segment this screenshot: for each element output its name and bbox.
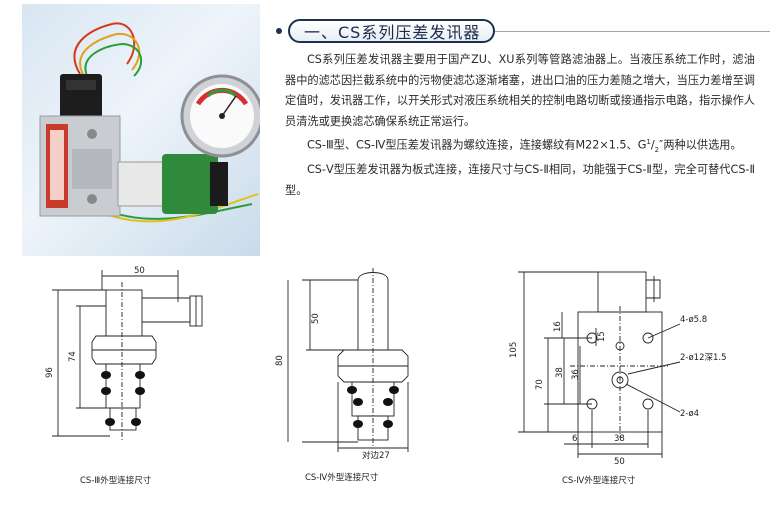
paragraph-2-sup: 1: [646, 138, 651, 146]
paragraph-2: CS-Ⅲ型、CS-Ⅳ型压差发讯器为螺纹连接，连接螺纹有M22×1.5、G1/2″…: [307, 138, 742, 154]
caption-plate: CS-Ⅳ外型连接尺寸: [562, 476, 636, 486]
diagram-cs4-drawing: 50 80 对边27: [275, 268, 409, 461]
dim-height-total: 80: [275, 355, 285, 366]
dim-width: 50: [134, 266, 145, 276]
paragraph-2-sub: 2: [654, 145, 660, 154]
pressure-switch-illustration: [39, 22, 260, 223]
title-rule: [495, 31, 770, 32]
label-holes2b: 2-ø4: [680, 409, 699, 419]
caption-cs4: CS-Ⅳ外型连接尺寸: [305, 473, 379, 483]
description-text: CS系列压差发讯器主要用于国产ZU、XU系列等管路滤油器上。当液压系统工作时，滤…: [285, 50, 755, 201]
paragraph-1: CS系列压差发讯器主要用于国产ZU、XU系列等管路滤油器上。当液压系统工作时，滤…: [285, 53, 755, 128]
dim-h15: 15: [597, 331, 607, 342]
dim-h38: 38: [555, 367, 565, 378]
diagram-plate-drawing: 105 70 38 36 16 15 4-ø5.8 2-ø12深1.5 2-ø4…: [509, 271, 727, 467]
label-holes2: 2-ø12深1.5: [680, 353, 727, 363]
product-photo: [22, 4, 260, 256]
dim-w38: 38: [614, 434, 625, 444]
paragraph-3: CS-Ⅴ型压差发讯器为板式连接，连接尺寸与CS-Ⅱ相同，功能强于CS-Ⅱ型，完全…: [285, 163, 755, 197]
caption-cs3: CS-Ⅲ外型连接尺寸: [80, 476, 152, 486]
dim-height-total: 105: [509, 342, 519, 358]
label-holes4: 4-ø5.8: [680, 315, 707, 325]
dim-across-flats: 对边27: [362, 450, 390, 461]
diagram-cs3: 50 96 74: [30, 262, 230, 462]
diagram-plate: 105 70 38 36 16 15 4-ø5.8 2-ø12深1.5 2-ø4…: [500, 262, 750, 467]
paragraph-2-tail: ″两种以供选用。: [659, 138, 742, 152]
diagram-cs3-drawing: 50 96 74: [45, 266, 203, 442]
title-bullet: [276, 28, 282, 34]
dim-h36: 36: [571, 369, 581, 380]
dim-height-inner: 74: [68, 351, 78, 362]
paragraph-2-text: CS-Ⅲ型、CS-Ⅳ型压差发讯器为螺纹连接，连接螺纹有M22×1.5、G: [307, 138, 647, 152]
dim-top: 50: [311, 313, 321, 324]
diagram-cs4: 50 80 对边27: [262, 262, 442, 462]
section-title-text: 一、CS系列压差发讯器: [304, 23, 481, 42]
dim-w6: 6: [572, 434, 577, 444]
section-title: 一、CS系列压差发讯器: [288, 19, 495, 43]
dim-h70: 70: [535, 379, 545, 390]
dim-w50: 50: [614, 457, 625, 467]
dim-h16: 16: [553, 321, 563, 332]
dim-height-total: 96: [45, 367, 55, 378]
